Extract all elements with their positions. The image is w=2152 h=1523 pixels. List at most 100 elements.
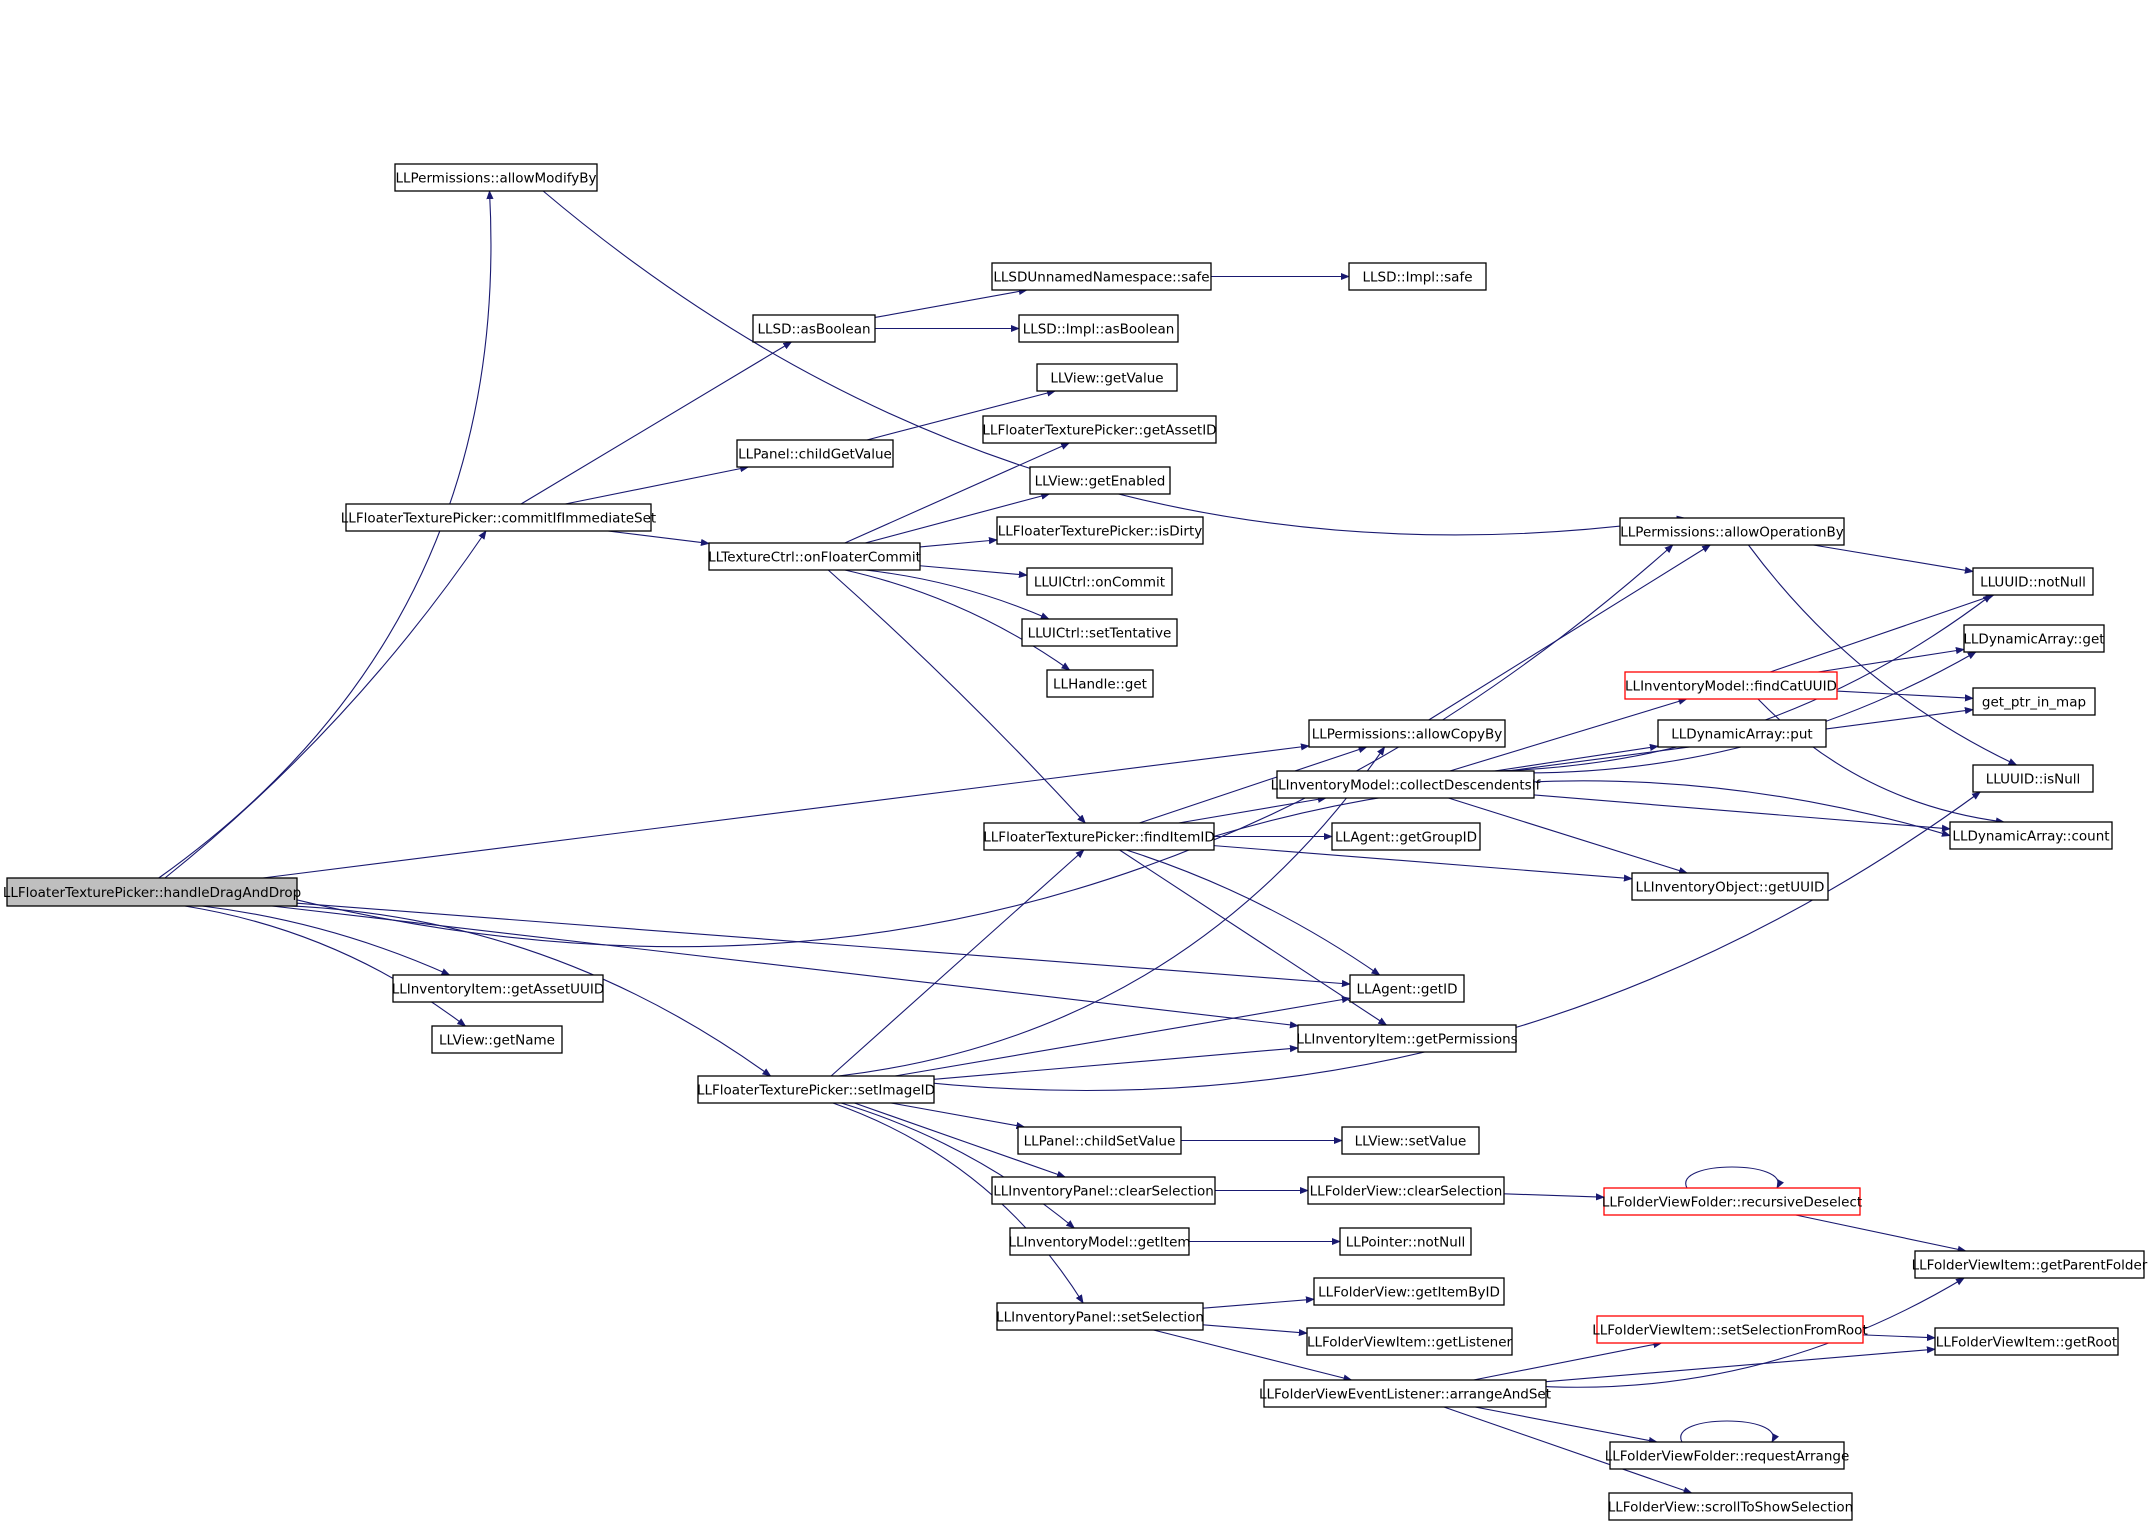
node-llpanel-childgetvalue[interactable]: LLPanel::childGetValue <box>736 439 894 468</box>
node-lltexturectrl-onfloatercommit[interactable]: LLTextureCtrl::onFloaterCommit <box>708 542 921 571</box>
node-llfloatertexturepicker-handledraganddrop[interactable]: LLFloaterTexturePicker::handleDragAndDro… <box>3 877 301 907</box>
node-box[interactable] <box>697 1075 935 1104</box>
node-box[interactable] <box>983 822 1215 851</box>
node-llagent-getgroupid[interactable]: LLAgent::getGroupID <box>1331 822 1481 851</box>
node-lldynamicarray-put[interactable]: LLDynamicArray::put <box>1657 719 1827 748</box>
node-llpermissions-allowcopyby[interactable]: LLPermissions::allowCopyBy <box>1308 719 1506 748</box>
node-llfolderviewitem-getlistener[interactable]: LLFolderViewItem::getListener <box>1306 1327 1513 1356</box>
node-box[interactable] <box>1276 770 1535 799</box>
node-box[interactable] <box>1619 517 1845 546</box>
node-llsdunnamednamespace-safe[interactable]: LLSDUnnamedNamespace::safe <box>991 262 1212 291</box>
node-lldynamicarray-get[interactable]: LLDynamicArray::get <box>1963 624 2105 653</box>
node-box[interactable] <box>1608 1492 1853 1521</box>
node-llsd-impl-safe[interactable]: LLSD::Impl::safe <box>1348 262 1487 291</box>
node-llinventorypanel-clearselection[interactable]: LLInventoryPanel::clearSelection <box>991 1176 1216 1205</box>
node-llview-getname[interactable]: LLView::getName <box>431 1025 563 1054</box>
node-llview-getenabled[interactable]: LLView::getEnabled <box>1029 466 1171 495</box>
node-box[interactable] <box>752 314 876 343</box>
node-llpermissions-allowmodifyby[interactable]: LLPermissions::allowModifyBy <box>394 163 598 192</box>
node-llinventorymodel-getitem[interactable]: LLInventoryModel::getItem <box>1008 1227 1191 1256</box>
node-box[interactable] <box>1349 974 1465 1003</box>
node-llfolderview-getitembyid[interactable]: LLFolderView::getItemByID <box>1313 1277 1505 1306</box>
node-box[interactable] <box>1624 671 1838 700</box>
node-llpanel-childsetvalue[interactable]: LLPanel::childSetValue <box>1017 1126 1182 1155</box>
node-box[interactable] <box>1348 262 1487 291</box>
node-llagent-getid[interactable]: LLAgent::getID <box>1349 974 1465 1003</box>
node-box[interactable] <box>1306 1327 1513 1356</box>
node-llinventorymodel-findcatuuid[interactable]: LLInventoryModel::findCatUUID <box>1624 671 1838 700</box>
node-box[interactable] <box>996 1302 1204 1331</box>
node-llinventorymodel-collectdescendentsif[interactable]: LLInventoryModel::collectDescendentsIf <box>1271 770 1542 799</box>
node-box[interactable] <box>1263 1379 1547 1408</box>
node-lldynamicarray-count[interactable]: LLDynamicArray::count <box>1949 821 2113 850</box>
node-llfloatertexturepicker-commitifimmediateset[interactable]: LLFloaterTexturePicker::commitIfImmediat… <box>341 503 656 532</box>
node-llfolderview-clearselection[interactable]: LLFolderView::clearSelection <box>1307 1176 1505 1205</box>
node-box[interactable] <box>1339 1227 1472 1256</box>
node-llinventorypanel-setselection[interactable]: LLInventoryPanel::setSelection <box>996 1302 1204 1331</box>
node-llfolderviewitem-getroot[interactable]: LLFolderViewItem::getRoot <box>1934 1327 2119 1356</box>
node-llpointer-notnull[interactable]: LLPointer::notNull <box>1339 1227 1472 1256</box>
node-llpermissions-allowoperationby[interactable]: LLPermissions::allowOperationBy <box>1619 517 1845 546</box>
node-box[interactable] <box>1331 822 1481 851</box>
node-box[interactable] <box>1017 1126 1182 1155</box>
node-box[interactable] <box>345 503 652 532</box>
node-box[interactable] <box>991 1176 1216 1205</box>
node-box[interactable] <box>1596 1315 1864 1344</box>
node-box[interactable] <box>996 516 1204 545</box>
node-box[interactable] <box>1313 1277 1505 1306</box>
node-llfolderview-scrolltoshowselection[interactable]: LLFolderView::scrollToShowSelection <box>1608 1492 1853 1521</box>
node-box[interactable] <box>392 974 604 1003</box>
node-box[interactable] <box>1972 687 2096 716</box>
node-llfloatertexturepicker-isdirty[interactable]: LLFloaterTexturePicker::isDirty <box>996 516 1204 545</box>
node-box[interactable] <box>1963 624 2105 653</box>
node-box[interactable] <box>1307 1176 1505 1205</box>
node-box[interactable] <box>1657 719 1827 748</box>
node-box[interactable] <box>1341 1126 1480 1155</box>
node-llview-getvalue[interactable]: LLView::getValue <box>1036 363 1178 392</box>
node-llfoldervieweventlistener-arrangeandset[interactable]: LLFolderViewEventListener::arrangeAndSet <box>1259 1379 1551 1408</box>
node-llsd-impl-asboolean[interactable]: LLSD::Impl::asBoolean <box>1018 314 1179 343</box>
node-llfloatertexturepicker-getassetid[interactable]: LLFloaterTexturePicker::getAssetID <box>982 415 1217 444</box>
node-box[interactable] <box>431 1025 563 1054</box>
node-box[interactable] <box>1029 466 1171 495</box>
node-box[interactable] <box>708 542 921 571</box>
node-box[interactable] <box>1046 669 1154 698</box>
node-box[interactable] <box>736 439 894 468</box>
node-llinventoryitem-getpermissions[interactable]: LLInventoryItem::getPermissions <box>1296 1024 1518 1053</box>
node-box[interactable] <box>1603 1187 1861 1216</box>
node-box[interactable] <box>6 877 298 907</box>
node-llfolderviewitem-getparentfolder[interactable]: LLFolderViewItem::getParentFolder <box>1912 1250 2148 1279</box>
node-box[interactable] <box>1308 719 1506 748</box>
node-box[interactable] <box>1631 872 1829 901</box>
node-llfolderviewfolder-requestarrange[interactable]: LLFolderViewFolder::requestArrange <box>1605 1441 1850 1470</box>
node-box[interactable] <box>394 163 598 192</box>
node-llfloatertexturepicker-finditemid[interactable]: LLFloaterTexturePicker::findItemID <box>983 822 1215 851</box>
node-llinventoryitem-getassetuuid[interactable]: LLInventoryItem::getAssetUUID <box>392 974 605 1003</box>
node-llfolderviewitem-setselectionfromroot[interactable]: LLFolderViewItem::setSelectionFromRoot <box>1592 1315 1868 1344</box>
node-box[interactable] <box>991 262 1212 291</box>
node-llinventoryobject-getuuid[interactable]: LLInventoryObject::getUUID <box>1631 872 1829 901</box>
node-box[interactable] <box>1036 363 1178 392</box>
node-box[interactable] <box>1972 567 2094 596</box>
node-lluictrl-oncommit[interactable]: LLUICtrl::onCommit <box>1026 567 1173 596</box>
node-box[interactable] <box>982 415 1217 444</box>
node-lluuid-notnull[interactable]: LLUUID::notNull <box>1972 567 2094 596</box>
node-box[interactable] <box>1018 314 1179 343</box>
node-lluuid-isnull[interactable]: LLUUID::isNull <box>1972 764 2094 793</box>
node-llview-setvalue[interactable]: LLView::setValue <box>1341 1126 1480 1155</box>
node-llsd-asboolean[interactable]: LLSD::asBoolean <box>752 314 876 343</box>
node-box[interactable] <box>1297 1024 1517 1053</box>
node-llfloatertexturepicker-setimageid[interactable]: LLFloaterTexturePicker::setImageID <box>697 1075 935 1104</box>
node-lluictrl-settentative[interactable]: LLUICtrl::setTentative <box>1021 618 1178 647</box>
node-box[interactable] <box>1026 567 1173 596</box>
node-box[interactable] <box>1972 764 2094 793</box>
node-get-ptr-in-map[interactable]: get_ptr_in_map <box>1972 687 2096 716</box>
node-box[interactable] <box>1934 1327 2119 1356</box>
node-box[interactable] <box>1949 821 2113 850</box>
node-llhandle-get[interactable]: LLHandle::get <box>1046 669 1154 698</box>
node-box[interactable] <box>1609 1441 1845 1470</box>
node-box[interactable] <box>1021 618 1178 647</box>
node-llfolderviewfolder-recursivedeselect[interactable]: LLFolderViewFolder::recursiveDeselect <box>1602 1187 1862 1216</box>
node-box[interactable] <box>1009 1227 1190 1256</box>
node-box[interactable] <box>1914 1250 2145 1279</box>
